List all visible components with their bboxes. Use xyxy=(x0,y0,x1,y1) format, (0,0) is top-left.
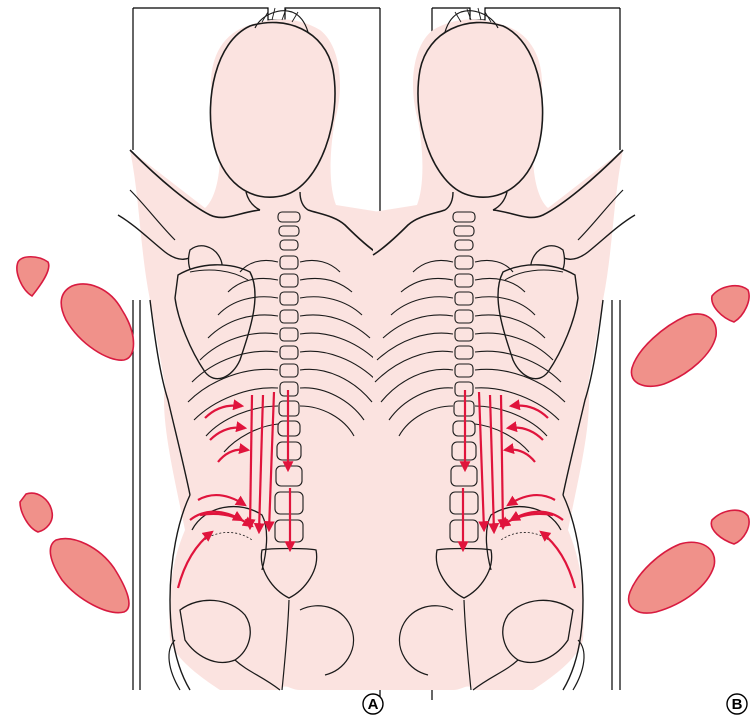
panel-a: A xyxy=(17,8,383,714)
thumb-icon xyxy=(20,493,52,532)
panel-label-a: A xyxy=(363,694,383,714)
palm-icon xyxy=(631,314,716,386)
panel-label-b: B xyxy=(727,694,747,714)
thumb-icon xyxy=(711,510,749,544)
panel-label-b-text: B xyxy=(732,696,743,713)
hand-placement-upper-a xyxy=(17,257,134,360)
hand-placement-lower-b xyxy=(629,510,749,613)
back-figure-a xyxy=(118,8,380,690)
palm-icon xyxy=(629,542,715,613)
hand-placement-upper-b xyxy=(631,286,749,387)
hand-placement-lower-a xyxy=(20,493,129,613)
back-figure-b xyxy=(373,8,635,690)
panel-b: B xyxy=(373,8,749,714)
palm-icon xyxy=(50,539,129,613)
thumb-icon xyxy=(712,286,749,322)
thumb-icon xyxy=(17,257,49,296)
palm-icon xyxy=(61,284,133,360)
panel-label-a-text: A xyxy=(368,696,379,713)
